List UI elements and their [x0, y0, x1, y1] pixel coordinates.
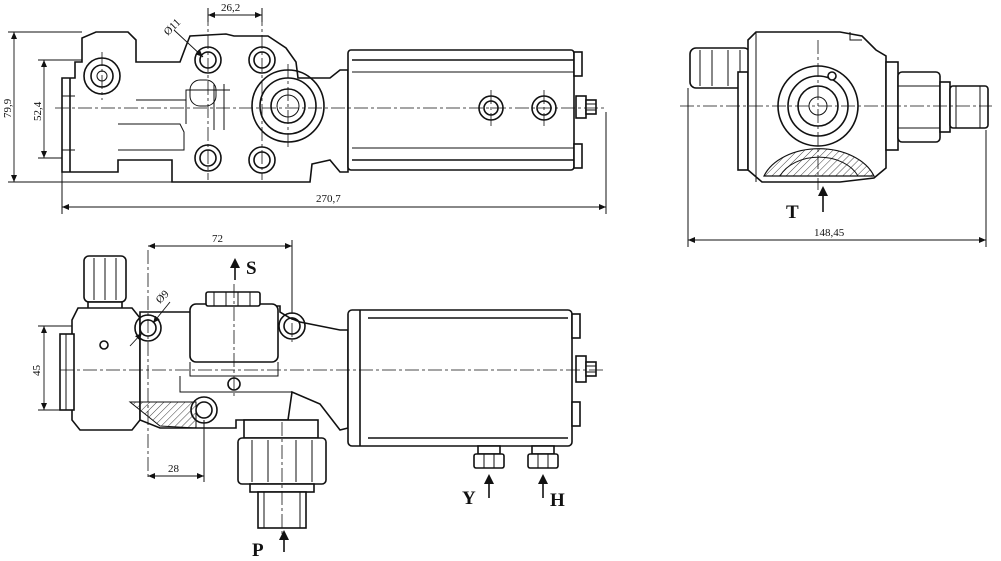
port-H-arrow — [538, 474, 548, 498]
top-view-dimensions — [8, 8, 607, 214]
front-view — [59, 250, 604, 534]
port-label-T: T — [786, 202, 799, 223]
port-label-S: S — [246, 258, 257, 279]
port-label-P: P — [252, 540, 264, 561]
dim-front-height: 45 — [31, 365, 43, 377]
front-view-dimensions — [38, 240, 293, 482]
port-P-arrow — [279, 530, 289, 552]
dim-top-hole-diameter: Ø11 — [162, 17, 184, 39]
dim-side-width: 148,45 — [814, 227, 845, 239]
port-S-arrow — [230, 258, 240, 280]
dim-top-height-inner: 52,4 — [32, 101, 44, 121]
top-view — [55, 12, 604, 183]
port-label-Y: Y — [462, 488, 476, 509]
port-T-arrow — [818, 186, 828, 212]
side-view-dimensions — [687, 88, 987, 247]
dim-top-width-small: 26,2 — [221, 2, 240, 14]
dim-top-height-total: 79,9 — [2, 98, 14, 118]
dim-top-length-total: 270,7 — [316, 193, 341, 205]
port-label-H: H — [550, 490, 565, 511]
side-view — [680, 31, 992, 190]
dim-front-offset: 28 — [168, 463, 180, 475]
port-Y-arrow — [484, 474, 494, 498]
dim-front-width: 72 — [212, 233, 223, 245]
